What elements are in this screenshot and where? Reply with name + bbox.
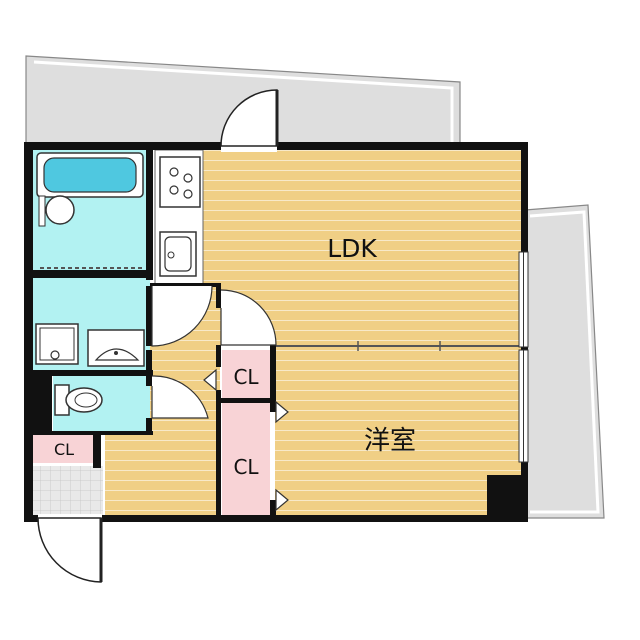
sink-icon bbox=[159, 231, 197, 277]
door-swing-icon bbox=[220, 289, 277, 346]
walls bbox=[24, 142, 528, 522]
toilet-icon bbox=[54, 384, 103, 416]
closet-large bbox=[222, 402, 270, 516]
door-swing-icon bbox=[220, 89, 278, 147]
ldk-label: LDK bbox=[327, 234, 377, 263]
western-room-floor bbox=[275, 345, 521, 515]
closet-entrance-label: CL bbox=[54, 440, 74, 459]
closet-small-label: CL bbox=[233, 365, 259, 389]
western-room-label: 洋室 bbox=[364, 426, 416, 456]
door-swing-icon bbox=[37, 517, 102, 583]
door-swing-icon bbox=[151, 375, 209, 419]
washbasin-icon bbox=[87, 329, 145, 367]
closet-small bbox=[222, 350, 270, 398]
genkan-floor bbox=[33, 466, 103, 516]
closet-entrance bbox=[33, 433, 95, 463]
washer-pan-icon bbox=[35, 323, 79, 365]
door-swing-icon bbox=[151, 285, 213, 347]
bathtub-icon bbox=[36, 152, 144, 227]
hall-entry-floor bbox=[105, 433, 220, 516]
closet-large-label: CL bbox=[233, 455, 259, 479]
stove-icon bbox=[159, 156, 201, 208]
